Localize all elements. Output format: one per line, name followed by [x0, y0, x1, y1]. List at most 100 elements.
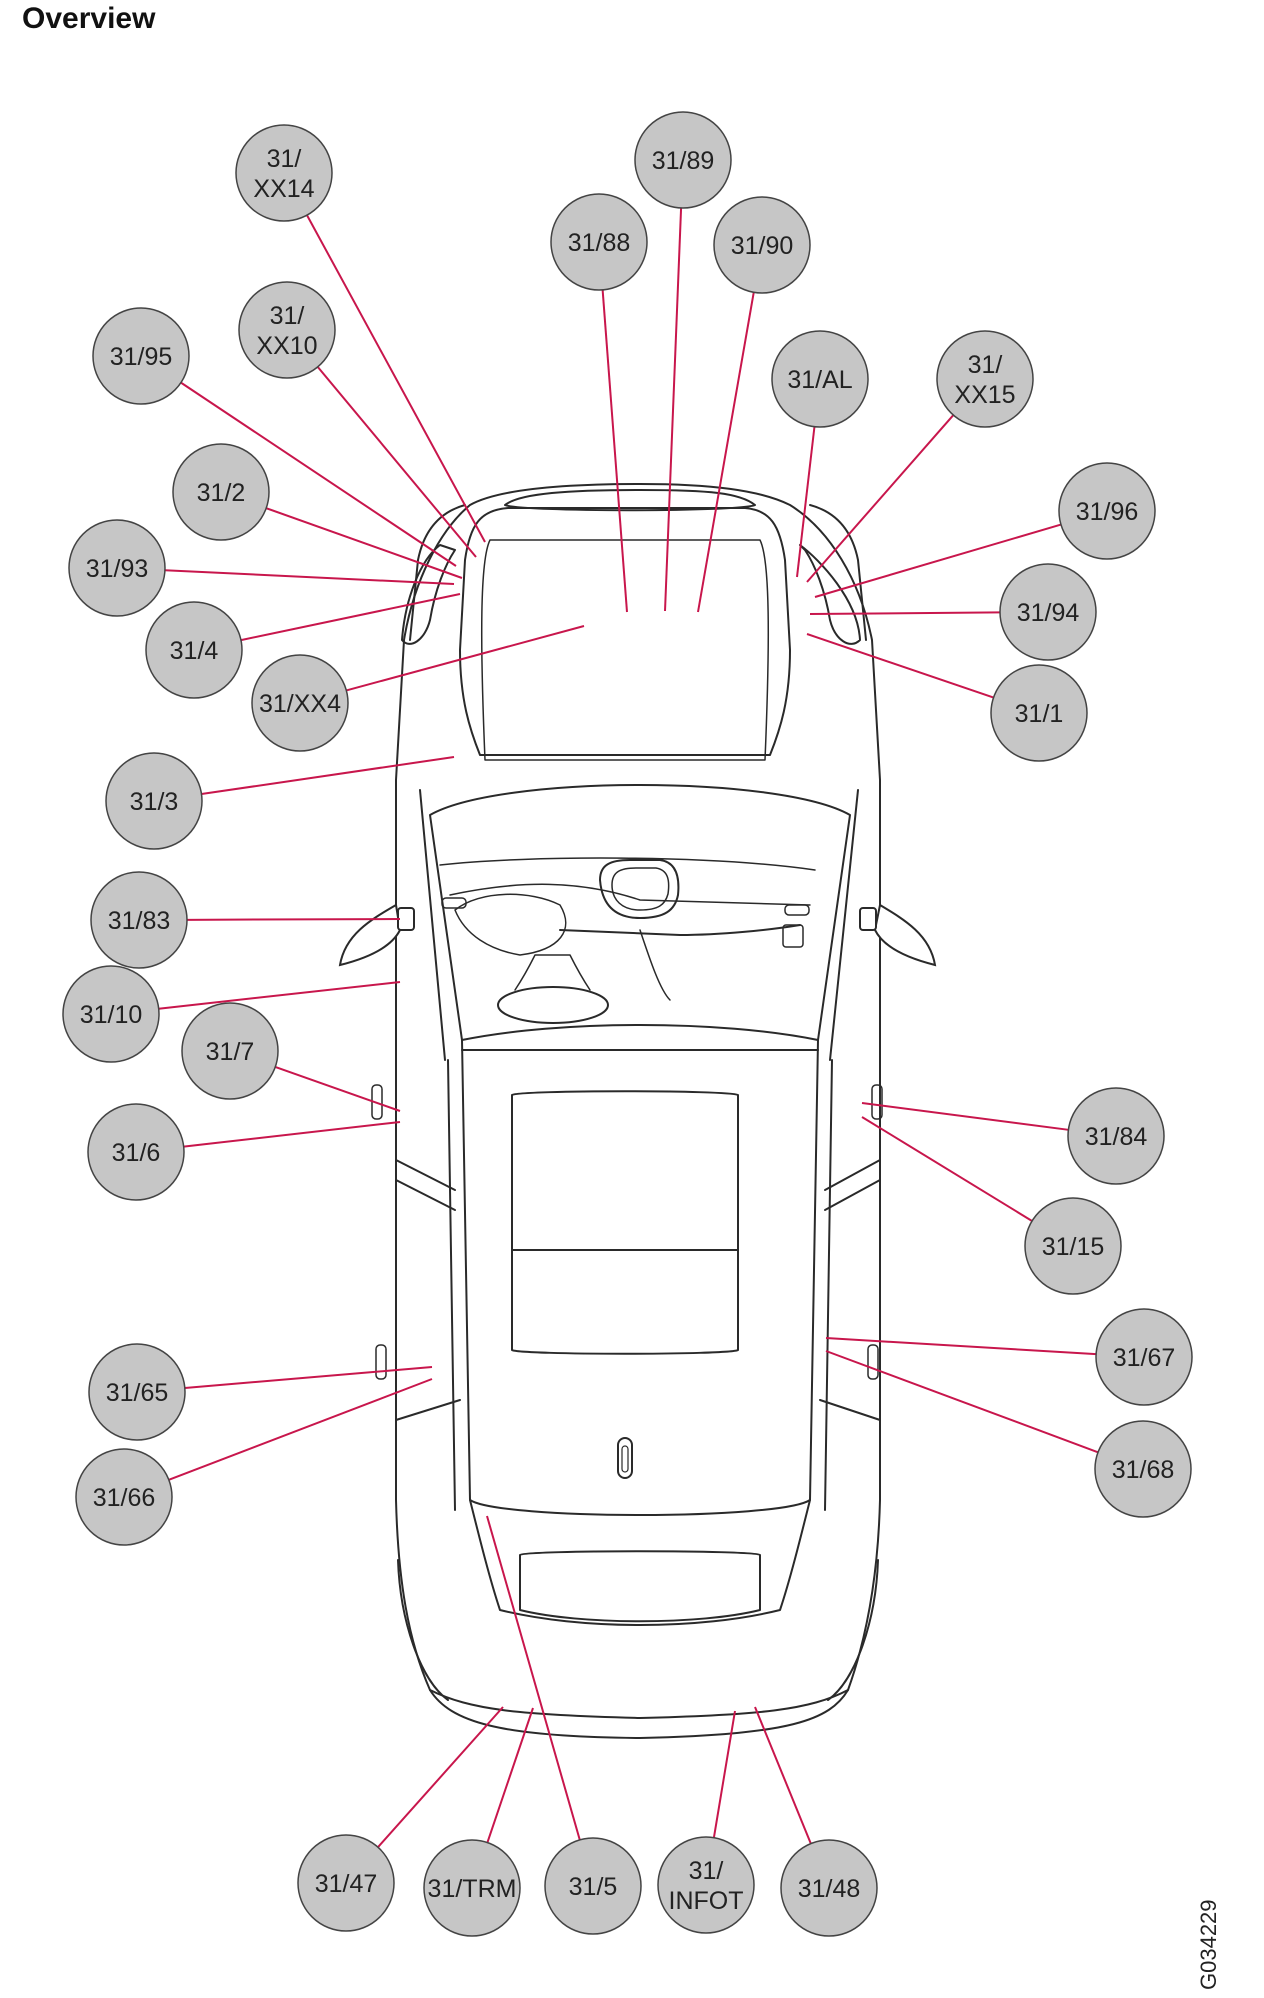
leader-line-31-88 — [601, 289, 628, 613]
callout-31-68: 31/68 — [1094, 1420, 1192, 1518]
callout-label: 31/83 — [108, 907, 171, 935]
page-title: Overview — [22, 2, 156, 35]
callout-31-88: 31/88 — [550, 193, 648, 291]
callout-circle — [657, 1836, 755, 1934]
callout-circle — [88, 1343, 186, 1441]
callout-label: XX14 — [253, 175, 314, 203]
callout-label: 31/66 — [93, 1484, 156, 1512]
callout-31-1: 31/1 — [990, 664, 1088, 762]
callout-circle — [936, 330, 1034, 428]
callout-label: 31/5 — [569, 1873, 618, 1901]
callout-31-xx14: 31/XX14 — [235, 124, 333, 222]
callout-label: 31/AL — [787, 366, 852, 394]
callout-label: 31/96 — [1076, 498, 1139, 526]
callout-label: 31/15 — [1042, 1233, 1105, 1261]
leader-line-31-trm — [486, 1707, 534, 1843]
leader-line-31-94 — [809, 611, 1001, 615]
callout-circle — [235, 124, 333, 222]
callout-label: XX10 — [256, 332, 317, 360]
callout-31-47: 31/47 — [297, 1834, 395, 1932]
callout-label: 31/6 — [112, 1139, 161, 1167]
callout-label: 31/68 — [1112, 1456, 1175, 1484]
callout-circle — [68, 519, 166, 617]
leader-line-31-68 — [825, 1350, 1099, 1454]
callout-label: 31/ — [267, 145, 302, 173]
callout-label: 31/ — [689, 1857, 724, 1885]
callout-label: 31/93 — [86, 555, 149, 583]
leader-line-31-xx10 — [316, 366, 477, 558]
callout-31-83: 31/83 — [90, 871, 188, 969]
callout-label: 31/84 — [1085, 1123, 1148, 1151]
callout-circle — [1067, 1087, 1165, 1185]
callout-label: 31/2 — [197, 479, 246, 507]
leader-line-31-65 — [184, 1366, 433, 1389]
callout-circle — [251, 654, 349, 752]
callout-31-94: 31/94 — [999, 563, 1097, 661]
callout-circle — [713, 196, 811, 294]
callout-label: 31/1 — [1015, 700, 1064, 728]
leader-line-31-48 — [754, 1706, 812, 1844]
callout-31-95: 31/95 — [92, 307, 190, 405]
car-outline — [338, 483, 937, 1739]
callout-circle — [238, 281, 336, 379]
leader-line-31-1 — [806, 633, 994, 699]
callout-31-15: 31/15 — [1024, 1197, 1122, 1295]
callout-31-2: 31/2 — [172, 443, 270, 541]
callout-circle — [423, 1839, 521, 1937]
callout-circle — [544, 1837, 642, 1935]
callout-31-84: 31/84 — [1067, 1087, 1165, 1185]
callout-circle — [634, 111, 732, 209]
leader-line-31-47 — [377, 1706, 504, 1848]
callout-label: INFOT — [669, 1887, 744, 1915]
leader-line-31-3 — [201, 756, 455, 796]
callout-31-65: 31/65 — [88, 1343, 186, 1441]
callout-label: 31/3 — [130, 788, 179, 816]
callout-label: 31/48 — [798, 1875, 861, 1903]
leader-line-31-al — [796, 426, 816, 578]
callout-31-90: 31/90 — [713, 196, 811, 294]
callout-31-xx15: 31/XX15 — [936, 330, 1034, 428]
callout-31-al: 31/AL — [771, 330, 869, 428]
callout-31-67: 31/67 — [1095, 1308, 1193, 1406]
callout-31-5: 31/5 — [544, 1837, 642, 1935]
callout-circle — [1095, 1308, 1193, 1406]
leader-line-31-xx4 — [346, 625, 585, 692]
callout-circle — [990, 664, 1088, 762]
callout-label: XX15 — [954, 381, 1015, 409]
callout-circle — [62, 965, 160, 1063]
callout-circle — [90, 871, 188, 969]
callout-circle — [92, 307, 190, 405]
callout-31-3: 31/3 — [105, 752, 203, 850]
callout-circle — [771, 330, 869, 428]
callout-31-infot: 31/INFOT — [657, 1836, 755, 1934]
callout-label: 31/TRM — [428, 1875, 517, 1903]
callout-label: 31/7 — [206, 1038, 255, 1066]
callout-label: 31/4 — [170, 637, 219, 665]
callout-circle — [1024, 1197, 1122, 1295]
callout-label: 31/90 — [731, 232, 794, 260]
leader-lines — [158, 207, 1099, 1848]
leader-line-31-93 — [164, 569, 455, 585]
leader-line-31-7 — [274, 1066, 401, 1112]
callout-label: 31/ — [968, 351, 1003, 379]
callout-circle — [780, 1839, 878, 1937]
callout-circle — [550, 193, 648, 291]
callout-31-93: 31/93 — [68, 519, 166, 617]
callout-31-xx4: 31/XX4 — [251, 654, 349, 752]
leader-line-31-95 — [180, 381, 457, 567]
callout-label: 31/47 — [315, 1870, 378, 1898]
callout-label: 31/88 — [568, 229, 631, 257]
callout-31-7: 31/7 — [181, 1002, 279, 1100]
leader-line-31-15 — [861, 1116, 1033, 1222]
callout-label: 31/ — [270, 302, 305, 330]
callout-circle — [172, 443, 270, 541]
leader-line-31-96 — [814, 523, 1062, 598]
callout-circle — [999, 563, 1097, 661]
leader-line-31-xx14 — [306, 214, 486, 543]
leader-line-31-5 — [486, 1515, 581, 1841]
callout-circle — [75, 1448, 173, 1546]
callout-circle — [1094, 1420, 1192, 1518]
callout-31-trm: 31/TRM — [423, 1839, 521, 1937]
callout-label: 31/XX4 — [259, 690, 341, 718]
